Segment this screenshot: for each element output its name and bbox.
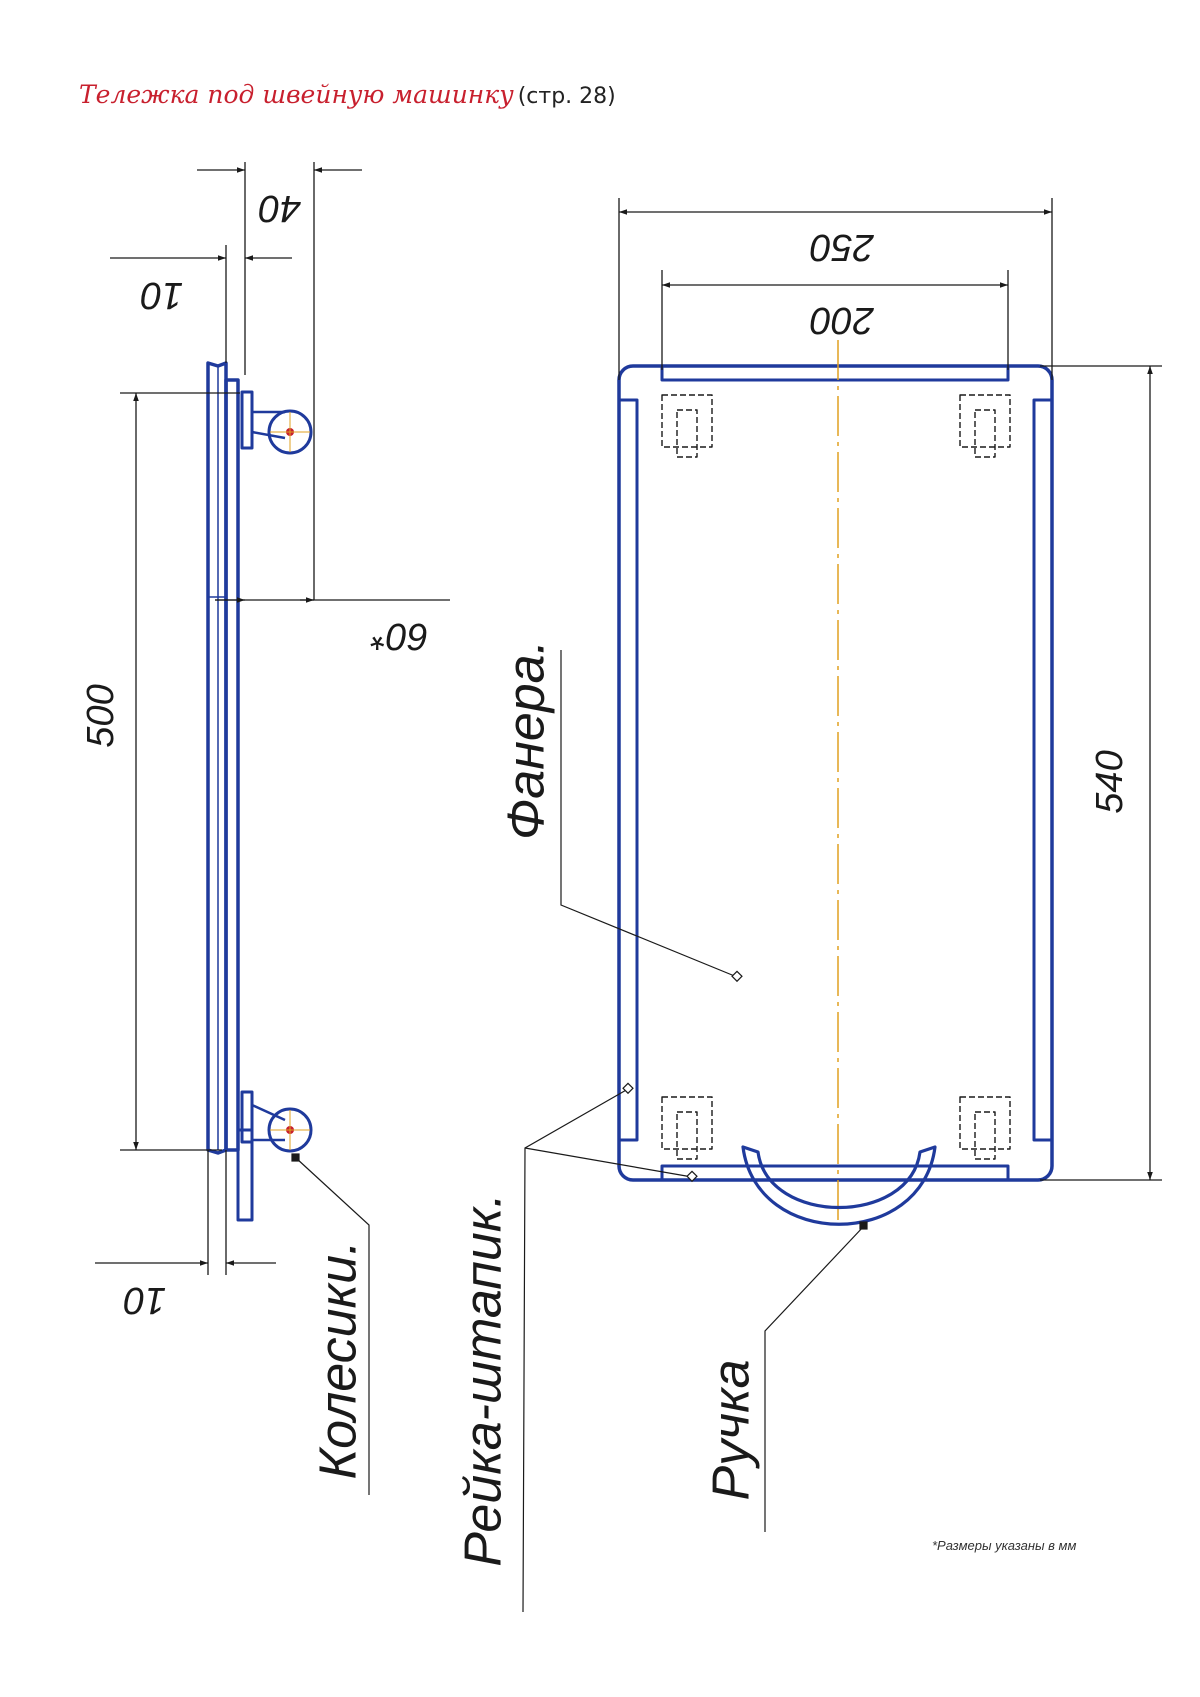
- dim-60: 60*: [370, 615, 428, 657]
- dim-40: 40: [259, 187, 301, 229]
- side-rail: [224, 378, 240, 1152]
- rail-top: [660, 364, 1010, 382]
- dim-10-top: 10: [141, 274, 183, 316]
- side-dimensions: [95, 162, 450, 1275]
- page-title: Тележка под швейную машинку: [79, 80, 514, 109]
- dim-200: 200: [810, 299, 874, 341]
- rail-right: [1032, 398, 1054, 1142]
- dim-250: 250: [810, 226, 874, 268]
- label-plywood: Фанера.: [498, 640, 556, 840]
- lower-caster: [240, 1090, 313, 1153]
- units-footnote: *Размеры указаны в мм: [932, 1538, 1077, 1553]
- leader-lines: [291, 650, 868, 1613]
- dim-540: 540: [1089, 750, 1131, 813]
- top-view: [617, 340, 1054, 1226]
- upper-caster: [240, 390, 313, 455]
- top-board: [617, 364, 1054, 1182]
- side-caster-plate: [236, 1128, 254, 1222]
- top-dimensions: [618, 198, 1162, 1181]
- label-strip: Рейка-штапик.: [455, 1193, 513, 1567]
- dim-10-bottom: 10: [124, 1279, 166, 1321]
- rail-left: [617, 398, 639, 1142]
- handle: [741, 1145, 937, 1226]
- label-wheels: Колесики.: [310, 1241, 368, 1480]
- side-view: [206, 361, 313, 1222]
- label-handle: Ручка: [703, 1359, 761, 1500]
- side-board: [206, 361, 228, 1155]
- dim-500: 500: [80, 684, 122, 747]
- rail-bottom: [660, 1164, 1010, 1182]
- page-reference: (стр. 28): [517, 84, 616, 109]
- header: Тележка под швейную машинку(стр. 28): [79, 80, 616, 109]
